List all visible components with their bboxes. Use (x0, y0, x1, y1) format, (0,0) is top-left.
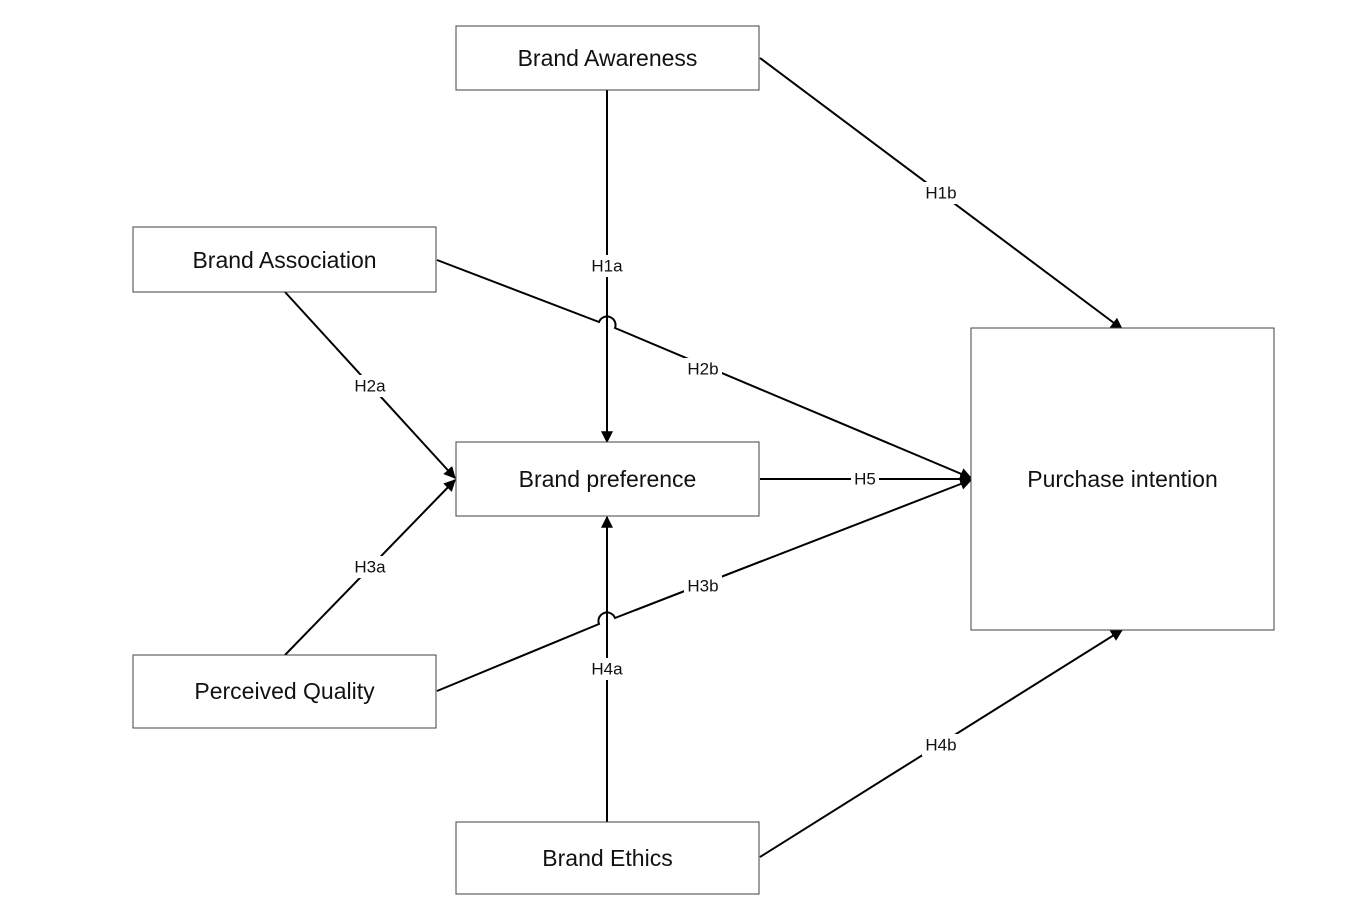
edge-h2b (436, 259, 973, 480)
edge-label-h3a: H3a (354, 558, 386, 577)
node-brand-ethics-label: Brand Ethics (542, 845, 672, 871)
edge-label-h5-group: H5 (851, 469, 879, 489)
edge-label-h2b: H2b (687, 360, 718, 379)
node-brand-awareness: Brand Awareness (455, 25, 760, 91)
edge-label-h4a-group: H4a (588, 658, 626, 680)
edge-label-h1a-group: H1a (589, 255, 625, 277)
edge-label-h3a-group: H3a (351, 556, 389, 578)
edge-label-h4b: H4b (925, 736, 956, 755)
edge-label-h4b-group: H4b (922, 734, 960, 756)
node-purchase-intention: Purchase intention (970, 327, 1275, 631)
edge-label-h1b-group: H1b (922, 182, 960, 204)
edge-label-h1a: H1a (591, 257, 623, 276)
edge-label-h4a: H4a (591, 660, 623, 679)
edge-label-h2a-group: H2a (351, 375, 389, 397)
edge-label-h2b-group: H2b (684, 358, 722, 380)
node-brand-awareness-label: Brand Awareness (518, 45, 698, 71)
edge-label-h2a: H2a (354, 377, 386, 396)
edge-label-h5: H5 (854, 470, 876, 489)
edge-label-h1b: H1b (925, 184, 956, 203)
node-brand-association-label: Brand Association (192, 247, 376, 273)
edge-label-h3b-group: H3b (684, 575, 722, 597)
node-brand-preference: Brand preference (455, 441, 760, 517)
node-brand-association: Brand Association (132, 226, 437, 293)
node-purchase-intention-label: Purchase intention (1027, 466, 1218, 492)
node-brand-preference-label: Brand preference (519, 466, 697, 492)
edge-label-h3b: H3b (687, 577, 718, 596)
node-brand-ethics: Brand Ethics (455, 821, 760, 895)
edge-h3b (436, 478, 973, 692)
node-perceived-quality-label: Perceived Quality (194, 678, 375, 704)
node-perceived-quality: Perceived Quality (132, 654, 437, 729)
